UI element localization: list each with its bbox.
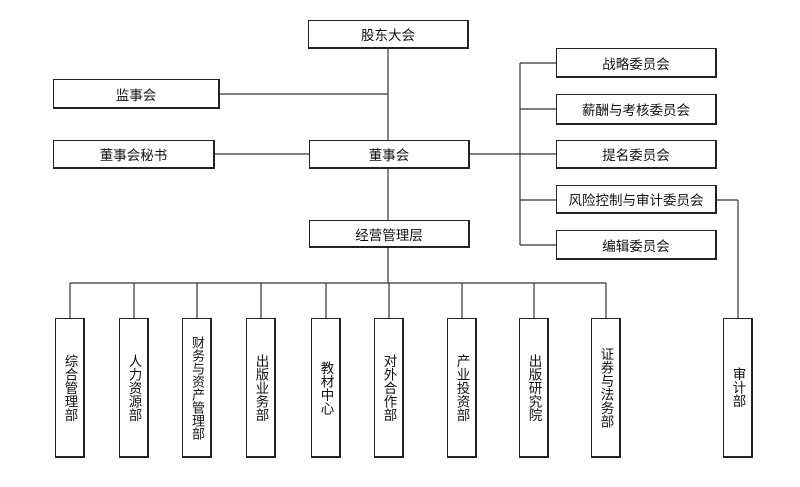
committee-box: 风险控制与审计委员会 [556,185,717,214]
department-label: 对外合作部 [380,353,397,422]
department-box: 证券与法务部 [591,318,621,458]
supervisory-board-label: 监事会 [115,87,157,104]
board-of-directors-box: 董事会 [309,140,470,169]
department-box: 出版研究院 [519,318,549,458]
department-box: 教材中心 [311,318,341,458]
committee-box: 战略委员会 [556,48,717,78]
committee-label: 编辑委员会 [602,238,670,255]
department-label: 产业投资部 [453,353,470,422]
department-box: 综合管理部 [55,318,85,458]
supervisory-board-box: 监事会 [53,79,220,109]
committee-box: 提名委员会 [556,140,717,169]
department-box: 人力资源部 [119,318,149,458]
committee-label: 提名委员会 [602,148,670,164]
committee-label: 战略委员会 [602,56,670,73]
department-box: 出版业务部 [246,318,276,458]
department-label: 教材中心 [317,360,334,415]
department-label: 证券与法务部 [597,347,614,428]
committee-box: 编辑委员会 [556,230,717,260]
department-label: 人力资源部 [125,353,142,422]
committee-label: 薪酬与考核委员会 [582,103,690,119]
committee-box: 薪酬与考核委员会 [556,94,717,125]
shareholders-meeting-label: 股东大会 [361,28,415,44]
department-label: 出版业务部 [252,353,269,422]
committee-label: 风险控制与审计委员会 [568,193,704,209]
audit-department-label: 审计部 [729,367,746,408]
board-secretary-box: 董事会秘书 [53,140,215,169]
department-label: 综合管理部 [61,353,78,422]
department-box: 产业投资部 [447,318,477,458]
department-label: 出版研究院 [525,353,542,422]
department-label: 财务与资产管理部 [189,335,204,440]
audit-department-box: 审计部 [723,318,753,458]
board-of-directors-label: 董事会 [368,148,410,164]
management-box: 经营管理层 [309,220,470,248]
department-box: 对外合作部 [374,318,404,458]
management-label: 经营管理层 [355,227,423,244]
department-box: 财务与资产管理部 [182,318,212,458]
board-secretary-label: 董事会秘书 [99,148,168,164]
shareholders-meeting-box: 股东大会 [308,20,469,49]
